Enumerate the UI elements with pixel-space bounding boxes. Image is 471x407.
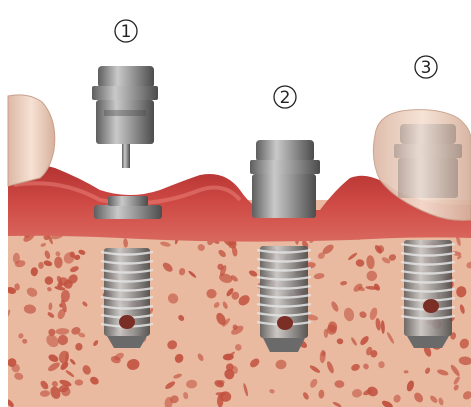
- abutment-2: [250, 140, 320, 218]
- implant-2-hole: [277, 316, 293, 330]
- implant-1-hole: [119, 315, 135, 329]
- step-label-1: 1: [115, 20, 137, 42]
- svg-text:3: 3: [421, 58, 432, 78]
- implant-2: [257, 246, 311, 352]
- implant-3: [401, 240, 455, 348]
- step-label-2: 2: [274, 86, 296, 108]
- bone-pore: [54, 257, 62, 269]
- implant-3-hole: [423, 299, 439, 313]
- abutment-1: [92, 66, 158, 168]
- svg-text:1: 1: [121, 22, 132, 42]
- step-label-3: 3: [415, 56, 437, 78]
- svg-text:2: 2: [280, 88, 291, 108]
- abutment-3: [394, 124, 462, 198]
- implant-1: [101, 248, 153, 348]
